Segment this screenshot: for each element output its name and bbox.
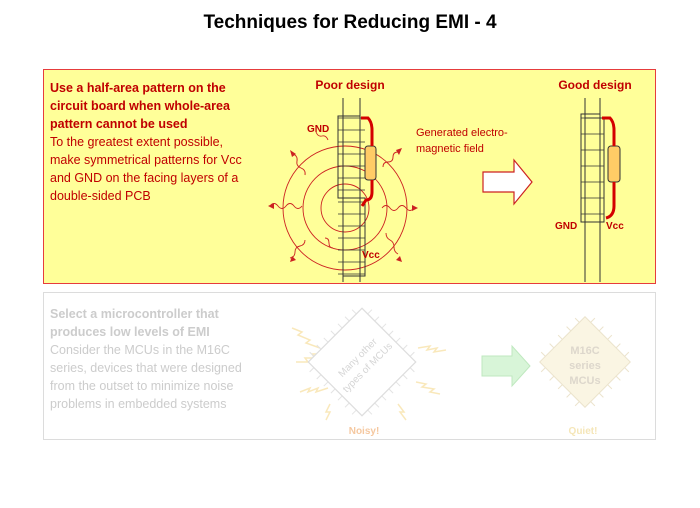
improvement-arrow-icon: [482, 158, 533, 206]
technique-description: Use a half-area pattern on the circuit b…: [50, 79, 255, 205]
quiet-caption: Quiet!: [569, 426, 598, 437]
good-design-label: Good design: [558, 78, 631, 92]
poor-gnd-label: GND: [307, 124, 329, 135]
quiet-mcu-diagram: M16C series MCUs: [539, 316, 631, 408]
noisy-caption: Noisy!: [349, 426, 380, 437]
poor-design-diagram: GND Vcc: [268, 98, 418, 282]
technique-heading: Use a half-area pattern on the circuit b…: [50, 81, 230, 131]
mcu-heading: Select a microcontroller that produces l…: [50, 307, 219, 339]
noisy-mcu-diagram: Many other types of MCUs: [291, 307, 447, 421]
poor-design-label: Poor design: [315, 78, 384, 92]
technique-body: To the greatest extent possible, make sy…: [50, 135, 242, 203]
field-label-line2: magnetic field: [416, 143, 484, 155]
good-vcc-label: Vcc: [606, 221, 624, 232]
field-label-line1: Generated electro-: [416, 127, 508, 139]
technique-panel-half-area: Use a half-area pattern on the circuit b…: [43, 69, 656, 284]
mcu-arrow-icon: [481, 344, 531, 388]
good-design-diagram: GND Vcc: [555, 98, 624, 282]
chip2-line1: M16C: [570, 345, 599, 357]
poor-vcc-label: Vcc: [362, 250, 380, 261]
technique-panel-mcu: Select a microcontroller that produces l…: [43, 292, 656, 440]
mcu-description: Select a microcontroller that produces l…: [50, 305, 265, 413]
chip2-line2: series: [569, 360, 601, 372]
good-gnd-label: GND: [555, 221, 577, 232]
chip2-line3: MCUs: [569, 375, 600, 387]
mcu-body: Consider the MCUs in the M16C series, de…: [50, 343, 242, 411]
page-title: Techniques for Reducing EMI - 4: [203, 12, 497, 33]
